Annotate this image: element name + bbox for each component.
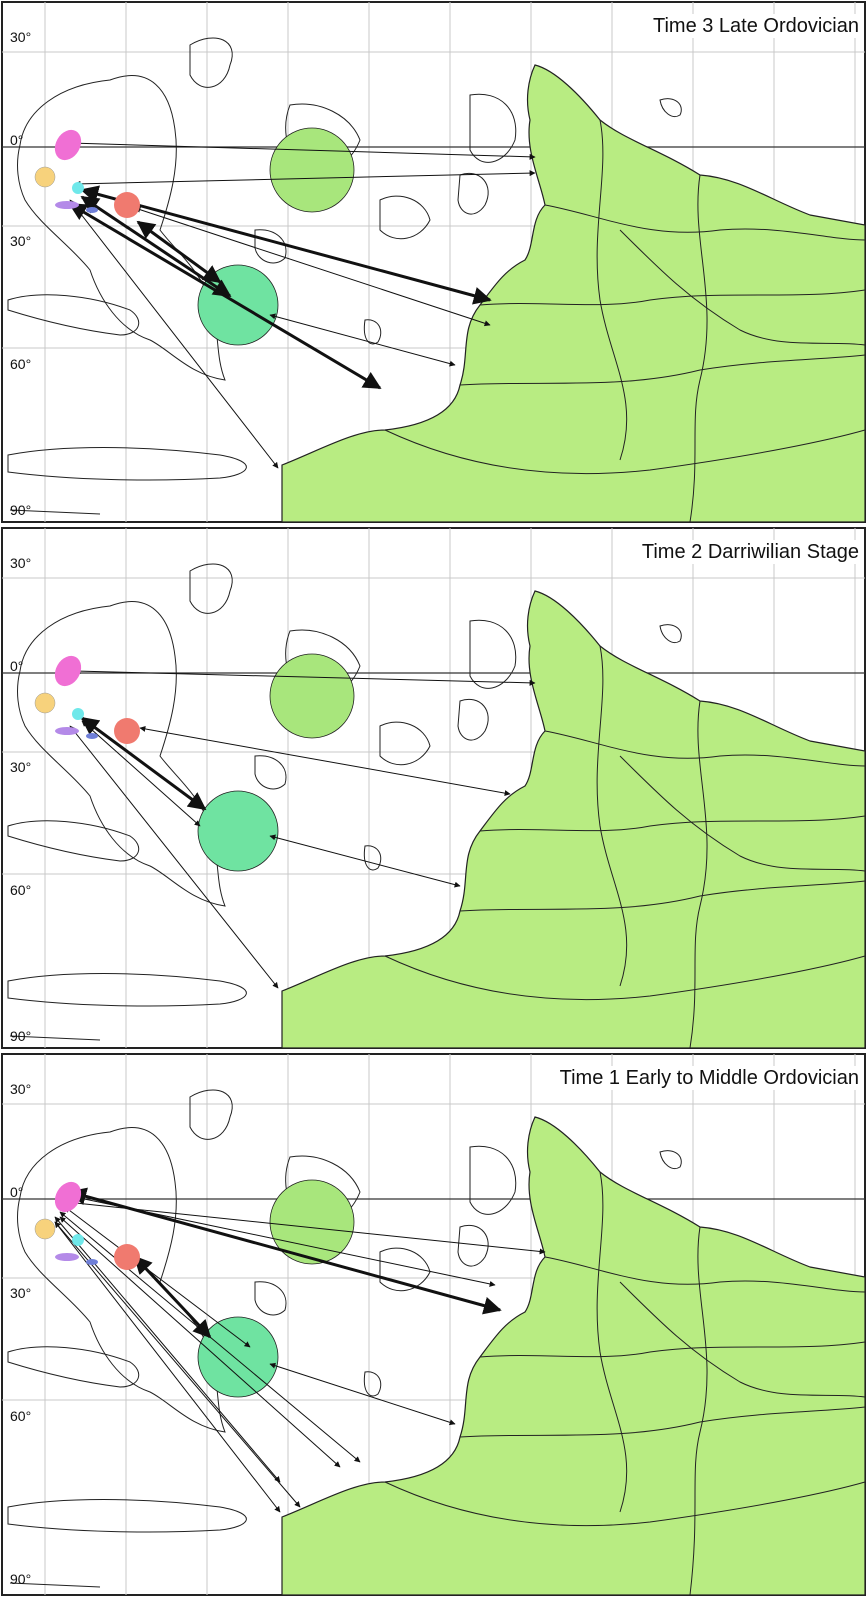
baltica-circle [197, 790, 279, 872]
connection-arrow [269, 834, 461, 888]
continent-boundary [479, 815, 866, 832]
continent-boundary [596, 645, 628, 987]
map-panel-time-3: Time 3 Late Ordovician 30° 0° 30° 60° 90… [0, 0, 867, 524]
map-panel-time-1: Time 1 Early to Middle Ordovician 30° 0°… [0, 1052, 867, 1597]
continent-interior-lines [384, 1171, 866, 1596]
continent-boundary [544, 1256, 866, 1293]
latitude-label-30s: 30° [10, 759, 32, 775]
latitude-label-equator: 0° [10, 658, 24, 674]
map-svg [1, 1053, 866, 1596]
baltica-circle [197, 1316, 279, 1398]
pink-region [54, 129, 82, 161]
continent-boundary [596, 1171, 628, 1513]
latitude-label-90s: 90° [10, 502, 32, 518]
connection-arrow [69, 725, 279, 989]
avalonia-circle [269, 127, 355, 213]
terrane-outline [659, 98, 682, 117]
latitude-label-30n: 30° [10, 1081, 32, 1097]
continent-boundary [479, 1341, 866, 1358]
orange-region [34, 692, 56, 714]
terrane-outline [189, 563, 233, 614]
pole-line [9, 1035, 101, 1041]
map-svg [1, 527, 866, 1049]
pole-line [9, 1582, 101, 1588]
blue-region [86, 1259, 98, 1265]
cyan-region [72, 708, 84, 720]
connection-arrow [74, 170, 536, 187]
connection-arrow [54, 1221, 301, 1508]
continent-boundary [384, 429, 866, 475]
latitude-label-30n: 30° [10, 555, 32, 571]
terrane-outline [189, 1089, 233, 1140]
continent-boundary [619, 229, 866, 346]
purple-region [55, 727, 79, 735]
continent-boundary [459, 880, 866, 912]
connection-arrow [269, 1362, 456, 1426]
continent-boundary [596, 119, 628, 461]
connection-arrow [269, 313, 456, 367]
latitude-label-90s: 90° [10, 1028, 32, 1044]
latitude-label-90s: 90° [10, 1571, 32, 1587]
blue-region [86, 733, 98, 739]
continent-boundary [619, 755, 866, 872]
latitude-label-60s: 60° [10, 882, 32, 898]
gondwana-continent [281, 64, 866, 523]
panel-title: Time 1 Early to Middle Ordovician [557, 1066, 861, 1090]
orange-region [34, 1218, 56, 1240]
terrane-outline [659, 1150, 682, 1169]
connection-arrow [69, 140, 536, 160]
faunal-connection-arrows [68, 140, 536, 469]
continent-boundary [384, 1481, 866, 1527]
red-region [114, 1244, 140, 1270]
continent-boundary [689, 1226, 708, 1596]
faunal-connection-arrows [54, 1187, 546, 1513]
cyan-region [72, 182, 84, 194]
latitude-label-60s: 60° [10, 1408, 32, 1424]
continent-interior-lines [384, 645, 866, 1049]
connection-arrow [74, 668, 536, 686]
continent-boundary [459, 354, 866, 386]
continent-boundary [619, 1281, 866, 1398]
orange-region [34, 166, 56, 188]
latitude-label-30n: 30° [10, 29, 32, 45]
region-markers [34, 1181, 140, 1270]
terrane-outline [189, 37, 233, 88]
latitude-label-equator: 0° [10, 132, 24, 148]
cyan-region [72, 1234, 84, 1246]
avalonia-circle [269, 653, 355, 739]
map-panel-time-2: Time 2 Darriwilian Stage 30° 0° 30° 60° … [0, 526, 867, 1050]
latitude-label-equator: 0° [10, 1184, 24, 1200]
continent-boundary [459, 1406, 866, 1438]
continent-boundary [544, 204, 866, 241]
purple-region [55, 201, 79, 209]
region-markers [34, 129, 140, 218]
pink-region [54, 655, 82, 687]
terrane-outline [659, 624, 682, 643]
pink-region [54, 1181, 82, 1213]
continent-boundary [689, 174, 708, 523]
latitude-label-60s: 60° [10, 356, 32, 372]
purple-region [55, 1253, 79, 1261]
continent-boundary [544, 730, 866, 767]
continent-interior-lines [384, 119, 866, 523]
map-svg [1, 1, 866, 523]
latitude-label-30s: 30° [10, 233, 32, 249]
region-markers [34, 655, 140, 744]
continent-boundary [689, 700, 708, 1049]
panel-title: Time 3 Late Ordovician [650, 14, 861, 38]
red-region [114, 192, 140, 218]
faunal-connection-arrows [69, 668, 536, 989]
gondwana-continent [281, 590, 866, 1049]
continent-boundary [384, 955, 866, 1001]
red-region [114, 718, 140, 744]
panel-title: Time 2 Darriwilian Stage [639, 540, 861, 564]
latitude-label-30s: 30° [10, 1285, 32, 1301]
connection-arrow [69, 199, 279, 469]
blue-region [86, 207, 98, 213]
pole-line [9, 509, 101, 515]
continent-boundary [479, 289, 866, 306]
